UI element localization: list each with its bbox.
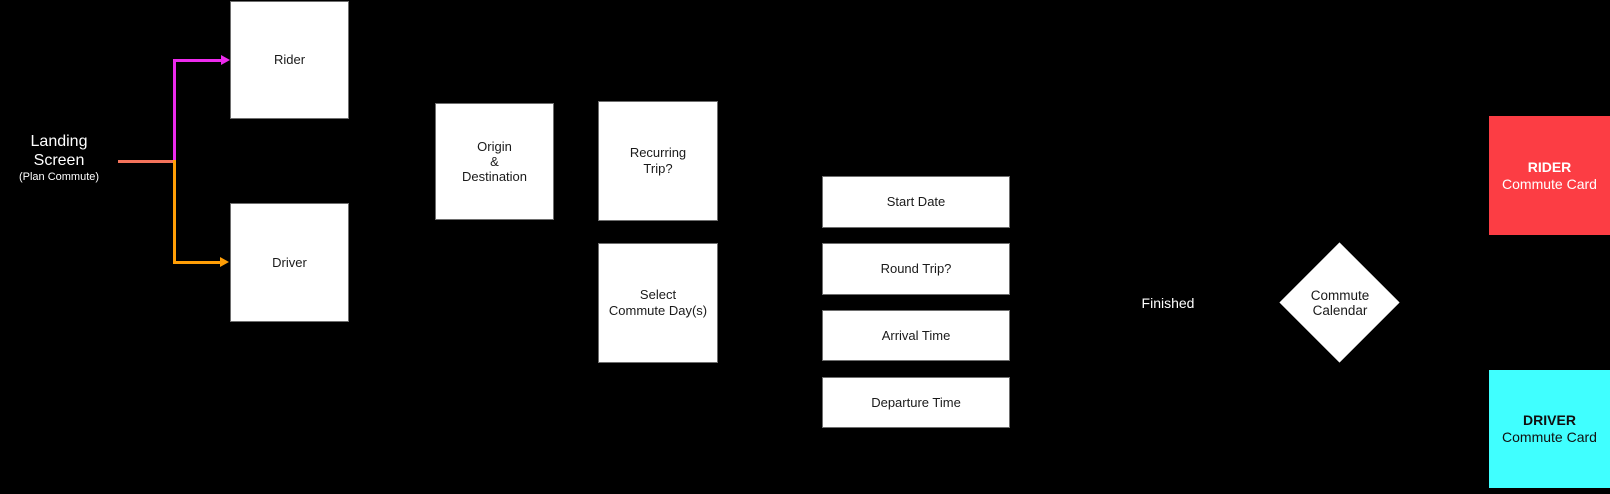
node-driver[interactable]: Driver (230, 203, 349, 322)
node-origin-destination[interactable]: Origin & Destination (435, 103, 554, 220)
node-select-days-line1: Select (639, 287, 677, 302)
landing-title-line2: Screen (33, 152, 85, 169)
node-recurring-line1: Recurring (629, 145, 687, 160)
node-arrival-time-label: Arrival Time (881, 327, 951, 343)
connector-rider-horizontal (173, 59, 221, 62)
node-recurring-line2: Trip? (643, 161, 673, 176)
landing-title-line1: Landing (30, 133, 88, 150)
rider-commute-card[interactable]: RIDER Commute Card (1489, 116, 1610, 235)
rider-card-title: RIDER (1527, 158, 1572, 175)
connector-rider-vertical (173, 59, 176, 163)
connector-driver-vertical (173, 160, 176, 264)
landing-subtitle: (Plan Commute) (18, 171, 100, 183)
node-round-trip-label: Round Trip? (880, 261, 952, 276)
node-round-trip[interactable]: Round Trip? (822, 243, 1010, 295)
node-rider[interactable]: Rider (230, 1, 349, 119)
connector-landing-line (118, 160, 173, 163)
commute-calendar-line1: Commute (1310, 288, 1370, 303)
node-arrival-time[interactable]: Arrival Time (822, 310, 1010, 361)
node-departure-time-label: Departure Time (871, 394, 961, 410)
driver-arrowhead-icon (220, 257, 229, 267)
node-driver-label: Driver (272, 254, 307, 270)
node-origin-line2: & (490, 154, 499, 169)
node-start-date[interactable]: Start Date (822, 176, 1010, 228)
landing-screen-label: Landing Screen (Plan Commute) (6, 132, 112, 184)
node-rider-label: Rider (273, 52, 306, 67)
node-select-days-line2: Commute Day(s) (608, 303, 708, 318)
rider-card-subtitle: Commute Card (1502, 175, 1597, 192)
node-recurring-trip[interactable]: Recurring Trip? (598, 101, 718, 221)
commute-calendar-line2: Calendar (1312, 303, 1368, 318)
node-departure-time[interactable]: Departure Time (822, 377, 1010, 428)
finished-label: Finished (1141, 295, 1195, 311)
commute-calendar-label: Commute Calendar (1290, 288, 1390, 318)
node-select-commute-days[interactable]: Select Commute Day(s) (598, 243, 718, 363)
driver-card-title: DRIVER (1523, 412, 1576, 428)
node-origin-line3: Destination (461, 169, 528, 184)
node-origin-line1: Origin (477, 139, 512, 154)
node-start-date-label: Start Date (886, 194, 946, 209)
driver-card-subtitle: Commute Card (1502, 429, 1597, 445)
connector-driver-horizontal (173, 261, 221, 264)
driver-commute-card[interactable]: DRIVER Commute Card (1489, 370, 1610, 488)
rider-arrowhead-icon (221, 55, 230, 65)
